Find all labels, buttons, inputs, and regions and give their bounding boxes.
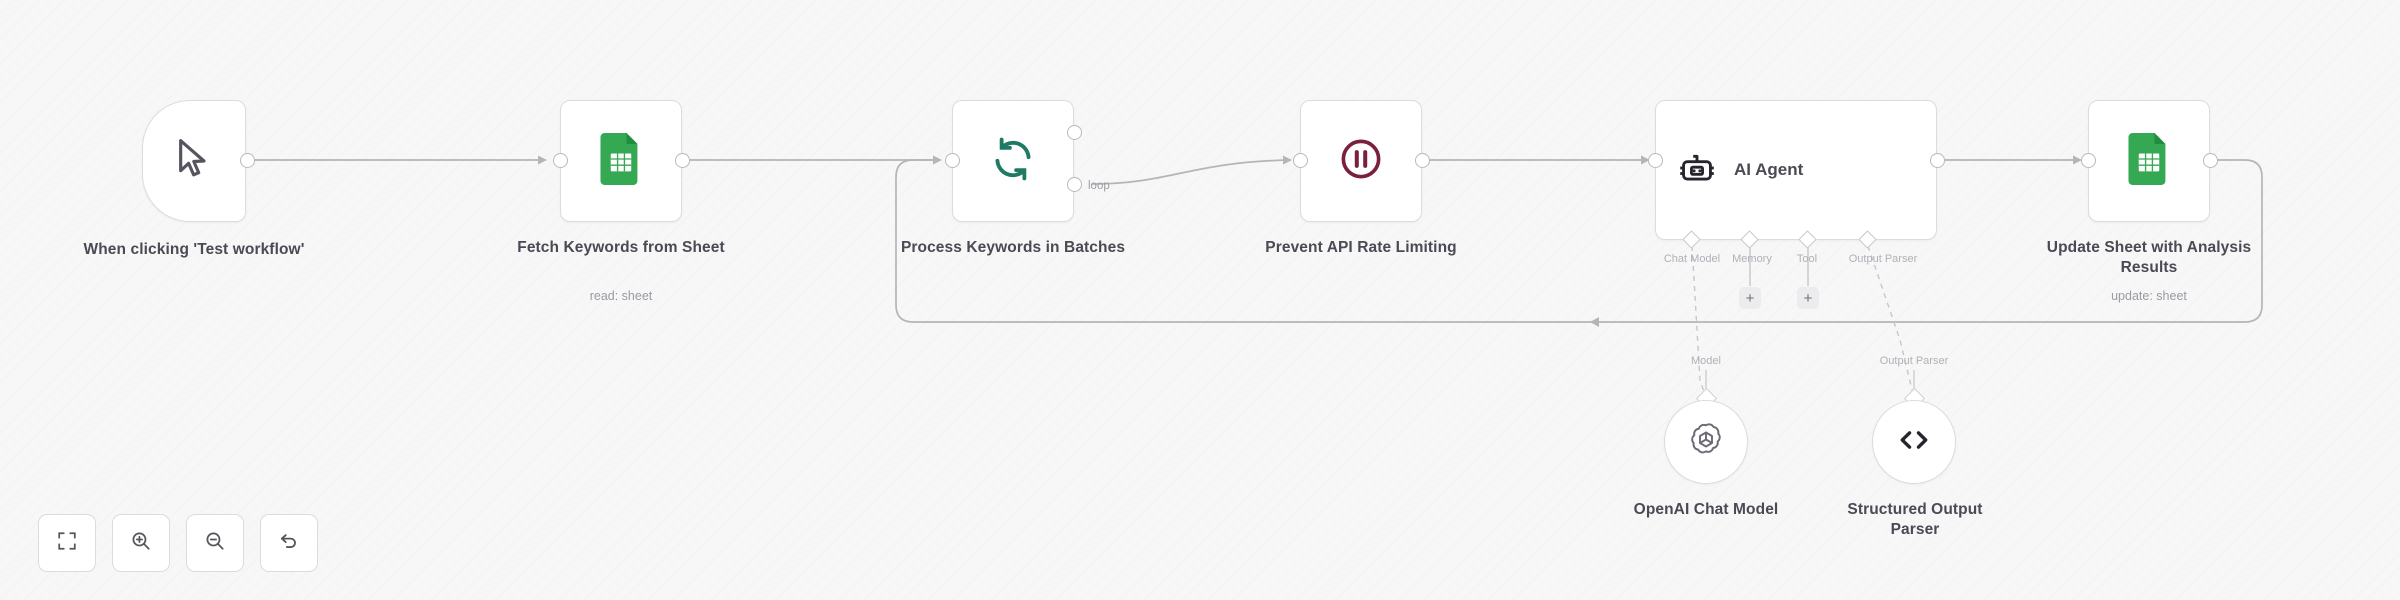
subport-label-tool: Tool bbox=[1796, 253, 1818, 265]
node-subtitle-fetch-keywords: read: sheet bbox=[589, 289, 653, 303]
connector-label-model: Model bbox=[1691, 355, 1721, 367]
plus-icon: + bbox=[1745, 289, 1755, 307]
port-label-loop: loop bbox=[1088, 180, 1110, 192]
plus-icon: + bbox=[1803, 289, 1813, 307]
undo-arrow-icon bbox=[278, 530, 300, 557]
subnode-openai-chat-model[interactable] bbox=[1664, 400, 1748, 484]
port-ai-agent-input[interactable] bbox=[1648, 153, 1663, 168]
add-memory-node-button[interactable]: + bbox=[1739, 287, 1761, 309]
add-tool-node-button[interactable]: + bbox=[1797, 287, 1819, 309]
subport-label-chat-model: Chat Model bbox=[1663, 253, 1721, 265]
port-process-batches-output-done[interactable] bbox=[1067, 125, 1082, 140]
node-update-sheet-with-analysis-results[interactable] bbox=[2088, 100, 2210, 222]
robot-icon bbox=[1678, 149, 1716, 192]
subnode-label-structured-output-parser: Structured Output Parser bbox=[1847, 501, 1983, 538]
port-process-batches-input[interactable] bbox=[945, 153, 960, 168]
subport-label-memory: Memory bbox=[1732, 253, 1772, 265]
subnode-label-openai-chat-model: OpenAI Chat Model bbox=[1633, 501, 1779, 518]
google-sheets-icon bbox=[600, 132, 642, 190]
subport-label-output-parser: Output Parser bbox=[1848, 253, 1918, 265]
node-label-trigger: When clicking 'Test workflow' bbox=[83, 241, 305, 258]
pause-circle-icon bbox=[1338, 136, 1384, 187]
node-process-keywords-in-batches[interactable] bbox=[952, 100, 1074, 222]
node-label-process-batches: Process Keywords in Batches bbox=[900, 239, 1126, 256]
port-fetch-keywords-input[interactable] bbox=[553, 153, 568, 168]
zoom-in-button[interactable] bbox=[112, 514, 170, 572]
connector-label-output-parser: Output Parser bbox=[1879, 355, 1949, 367]
google-sheets-icon bbox=[2128, 132, 2170, 190]
node-when-clicking-test-workflow[interactable] bbox=[142, 100, 246, 222]
port-rate-limiting-output[interactable] bbox=[1415, 153, 1430, 168]
zoom-to-fit-button[interactable] bbox=[38, 514, 96, 572]
subnode-structured-output-parser[interactable] bbox=[1872, 400, 1956, 484]
reset-zoom-button[interactable] bbox=[260, 514, 318, 572]
node-subtitle-update-sheet: update: sheet bbox=[2111, 289, 2187, 303]
port-fetch-keywords-output[interactable] bbox=[675, 153, 690, 168]
port-rate-limiting-input[interactable] bbox=[1293, 153, 1308, 168]
mouse-cursor-icon bbox=[174, 137, 214, 186]
fit-to-screen-icon bbox=[56, 530, 78, 557]
port-update-sheet-output[interactable] bbox=[2203, 153, 2218, 168]
zoom-out-button[interactable] bbox=[186, 514, 244, 572]
node-ai-agent[interactable]: AI Agent bbox=[1655, 100, 1937, 240]
code-brackets-icon bbox=[1895, 421, 1933, 464]
node-label-fetch-keywords: Fetch Keywords from Sheet bbox=[517, 239, 725, 256]
port-trigger-output[interactable] bbox=[240, 153, 255, 168]
zoom-out-icon bbox=[204, 530, 226, 557]
port-process-batches-output-loop[interactable] bbox=[1067, 177, 1082, 192]
node-label-rate-limiting: Prevent API Rate Limiting bbox=[1265, 239, 1457, 256]
node-prevent-api-rate-limiting[interactable] bbox=[1300, 100, 1422, 222]
canvas-toolbar[interactable] bbox=[38, 514, 318, 572]
port-update-sheet-input[interactable] bbox=[2081, 153, 2096, 168]
port-ai-agent-output[interactable] bbox=[1930, 153, 1945, 168]
node-fetch-keywords-from-sheet[interactable] bbox=[560, 100, 682, 222]
node-label-ai-agent: AI Agent bbox=[1734, 160, 1804, 179]
loop-refresh-icon bbox=[991, 137, 1035, 186]
node-label-update-sheet: Update Sheet with Analysis Results bbox=[2046, 239, 2252, 276]
openai-icon bbox=[1686, 420, 1726, 465]
zoom-in-icon bbox=[130, 530, 152, 557]
